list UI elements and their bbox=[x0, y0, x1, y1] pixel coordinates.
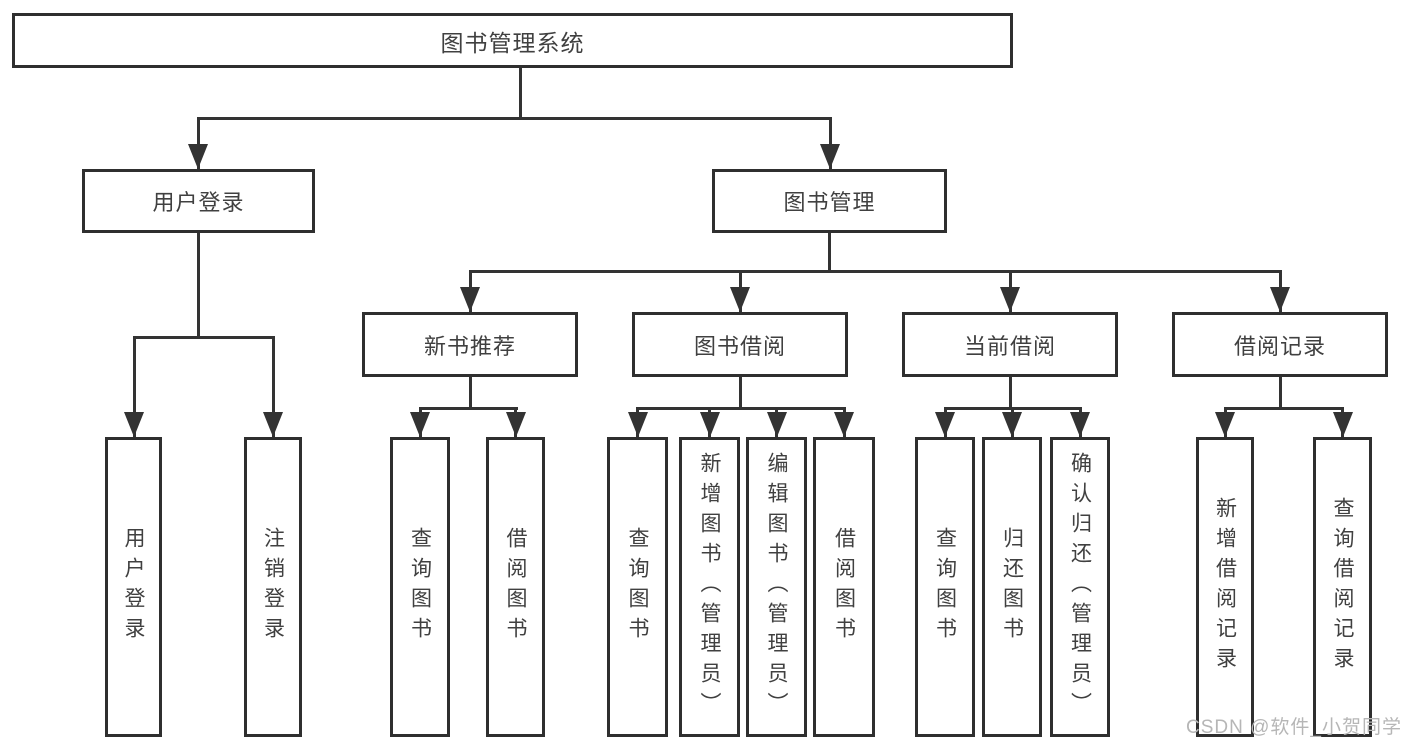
connector-arrow-logout bbox=[271, 336, 275, 437]
node-label: 新增借阅记录 bbox=[1213, 497, 1237, 677]
leaf-br-query-record: 查询借阅记录 bbox=[1313, 437, 1372, 737]
leaf-br-add-record: 新增借阅记录 bbox=[1196, 437, 1254, 737]
node-label: 用户登录 bbox=[152, 190, 245, 215]
node-label: 图书借阅 bbox=[693, 333, 786, 359]
connector-arrow-borrow-records bbox=[1278, 270, 1282, 312]
connector-root-rail bbox=[196, 117, 832, 120]
connector-arrow-user-login bbox=[196, 117, 200, 169]
connector-arrow-book-management bbox=[828, 117, 832, 169]
node-label: 借阅图书 bbox=[832, 527, 856, 647]
node-book-management: 图书管理 bbox=[712, 169, 947, 233]
connector-book-borrowing-stem bbox=[738, 377, 742, 410]
node-label: 归还图书 bbox=[1000, 527, 1024, 647]
leaf-bb-add-books-admin: 新增图书（管理员） bbox=[679, 437, 740, 737]
leaf-bb-query-books: 查询图书 bbox=[607, 437, 668, 737]
node-label: 图书管理 bbox=[783, 190, 876, 215]
leaf-user-login: 用户登录 bbox=[105, 437, 162, 737]
connector-new-book-rail bbox=[418, 407, 518, 410]
connector-arrow-current-borrow bbox=[1008, 270, 1012, 312]
node-new-book-recommendation: 新书推荐 bbox=[362, 312, 578, 377]
connector-arrow-nb-query bbox=[418, 407, 422, 437]
connector-arrow-bb-add bbox=[708, 407, 711, 437]
node-label: 确认归还（管理员） bbox=[1068, 452, 1092, 722]
connector-arrow-book-borrow bbox=[738, 270, 742, 312]
node-label: 新书推荐 bbox=[423, 333, 516, 359]
connector-book-borrowing-rail bbox=[636, 407, 846, 410]
node-label: 查询图书 bbox=[933, 527, 957, 647]
leaf-nb-borrow-books: 借阅图书 bbox=[486, 437, 545, 737]
connector-arrow-bb-borrow bbox=[842, 407, 846, 437]
connector-arrow-bb-edit bbox=[775, 407, 778, 437]
connector-arrow-br-query bbox=[1341, 407, 1344, 437]
connector-root-stem bbox=[518, 68, 522, 120]
node-label: 借阅图书 bbox=[504, 527, 527, 647]
leaf-nb-query-books: 查询图书 bbox=[390, 437, 450, 737]
leaf-bb-borrow-books: 借阅图书 bbox=[813, 437, 875, 737]
connector-book-management-rail bbox=[468, 270, 1282, 273]
node-label: 新增图书（管理员） bbox=[698, 452, 721, 722]
connector-arrow-br-add bbox=[1223, 407, 1227, 437]
leaf-cb-return-books: 归还图书 bbox=[982, 437, 1042, 737]
connector-arrow-cb-query bbox=[943, 407, 947, 437]
connector-borrow-records-rail bbox=[1223, 407, 1344, 410]
node-user-login: 用户登录 bbox=[82, 169, 315, 233]
connector-book-management-stem bbox=[827, 233, 831, 273]
node-borrowing-records: 借阅记录 bbox=[1172, 312, 1388, 377]
connector-user-login-stem bbox=[196, 233, 200, 339]
leaf-cb-confirm-return-admin: 确认归还（管理员） bbox=[1050, 437, 1110, 737]
node-label: 图书管理系统 bbox=[440, 29, 585, 56]
connector-new-book-stem bbox=[468, 377, 472, 410]
connector-arrow-cb-return bbox=[1010, 407, 1014, 437]
node-label: 查询图书 bbox=[626, 527, 649, 647]
connector-arrow-new-book bbox=[468, 270, 472, 312]
node-book-borrowing: 图书借阅 bbox=[632, 312, 848, 377]
connector-borrow-records-stem bbox=[1278, 377, 1282, 410]
connector-arrow-nb-borrow bbox=[514, 407, 517, 437]
connector-user-login-rail bbox=[132, 336, 275, 339]
connector-arrow-login bbox=[132, 336, 136, 437]
leaf-bb-edit-books-admin: 编辑图书（管理员） bbox=[746, 437, 807, 737]
connector-current-borrowing-stem bbox=[1008, 377, 1012, 410]
csdn-watermark: CSDN @软件_小贺同学 bbox=[1186, 717, 1402, 738]
node-label: 用户登录 bbox=[122, 527, 145, 647]
node-label: 注销登录 bbox=[261, 527, 285, 647]
node-label: 借阅记录 bbox=[1233, 333, 1326, 359]
node-label: 查询图书 bbox=[408, 527, 432, 647]
node-label: 编辑图书（管理员） bbox=[765, 452, 788, 722]
node-label: 当前借阅 bbox=[963, 333, 1056, 359]
leaf-logout: 注销登录 bbox=[244, 437, 302, 737]
node-label: 查询借阅记录 bbox=[1331, 497, 1354, 677]
connector-arrow-bb-query bbox=[636, 407, 639, 437]
node-current-borrowing: 当前借阅 bbox=[902, 312, 1118, 377]
connector-arrow-cb-confirm bbox=[1078, 407, 1082, 437]
leaf-cb-query-books: 查询图书 bbox=[915, 437, 975, 737]
node-library-management-system: 图书管理系统 bbox=[12, 13, 1013, 68]
